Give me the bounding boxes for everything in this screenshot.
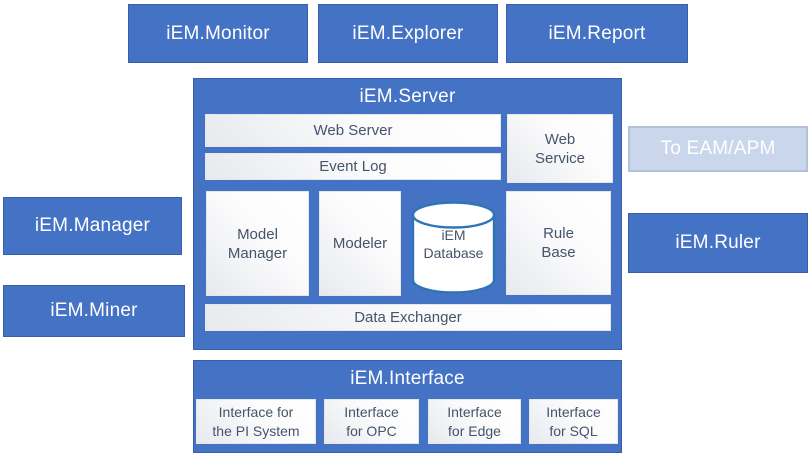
block-iem-ruler: iEM.Ruler [628,213,808,273]
web-service-line1: Web [544,130,576,148]
block-iem-server: iEM.Server Web Server Event Log Web Serv… [193,78,622,350]
block-interface-opc: Interface for OPC [324,399,419,444]
block-interface-edge: Interface for Edge [428,399,521,444]
block-modeler: Modeler [319,191,401,296]
block-data-exchanger: Data Exchanger [205,304,611,331]
interface-opc-line2: for OPC [346,422,397,439]
block-iem-monitor: iEM.Monitor [128,4,308,63]
iem-database-cylinder: iEM Database [411,201,496,295]
block-iem-report: iEM.Report [506,4,688,63]
interface-pi-line2: the PI System [212,422,300,439]
model-manager-line1: Model [237,225,278,243]
interface-edge-line2: for Edge [448,422,501,439]
block-web-server: Web Server [205,114,501,147]
iem-server-title: iEM.Server [359,86,456,107]
block-iem-explorer: iEM.Explorer [318,4,498,63]
block-model-manager: Model Manager [206,191,309,296]
interface-sql-line1: Interface [546,403,601,420]
block-rule-base: Rule Base [506,191,611,295]
block-interface-sql: Interface for SQL [529,399,618,444]
block-to-eam-apm: To EAM/APM [628,126,808,172]
iem-database-line1: iEM [441,227,466,243]
rule-base-line2: Base [541,244,576,261]
web-service-line2: Service [534,149,586,167]
block-iem-interface: iEM.Interface Interface for the PI Syste… [193,360,622,453]
iem-interface-title: iEM.Interface [350,368,465,389]
block-web-service: Web Service [507,114,613,183]
block-event-log: Event Log [205,153,501,180]
model-manager-line2: Manager [227,244,288,262]
rule-base-line1: Rule [543,225,574,242]
iem-database-label: iEM Database [411,226,496,262]
iem-database-line2: Database [423,245,484,261]
block-interface-pi-system: Interface for the PI System [196,399,316,444]
interface-opc-line1: Interface [344,403,399,420]
block-iem-manager: iEM.Manager [3,197,182,255]
block-iem-miner: iEM.Miner [3,285,185,337]
interface-pi-line1: Interface for [218,403,294,420]
interface-sql-line2: for SQL [549,422,598,439]
interface-edge-line1: Interface [447,403,502,420]
database-cylinder-shape [411,201,496,294]
